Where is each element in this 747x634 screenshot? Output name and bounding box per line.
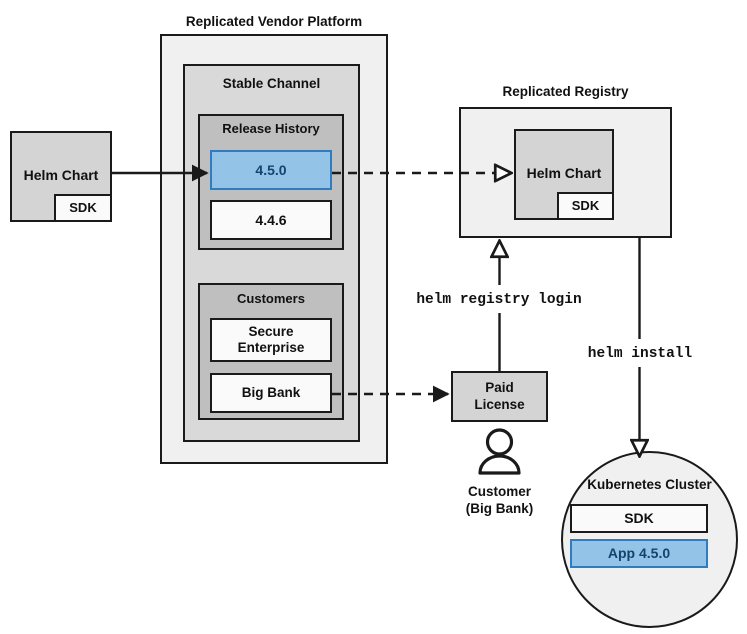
person-icon: [478, 428, 521, 475]
release-item-4-5-0-label: 4.5.0: [255, 161, 287, 178]
cluster-component-sdk-label: SDK: [624, 510, 654, 527]
paid-license-label: Paid License: [474, 380, 525, 412]
vendor-platform-title: Replicated Vendor Platform: [185, 14, 363, 29]
release-item-4-4-6-label: 4.4.6: [255, 211, 287, 228]
source-helm-chart-sdk-box: SDK: [54, 194, 112, 222]
cluster-component-app-label: App 4.5.0: [607, 545, 671, 562]
registry-helm-chart-sdk-label: SDK: [571, 198, 600, 214]
registry-title: Replicated Registry: [502, 84, 629, 99]
customers-title: Customers: [237, 291, 305, 306]
customer-item-big-bank[interactable]: Big Bank: [210, 373, 332, 413]
registry-helm-chart-label: Helm Chart: [526, 165, 602, 181]
cluster-component-sdk: SDK: [570, 504, 708, 533]
helm-install-command: helm install: [587, 346, 693, 362]
customer-item-secure-enterprise[interactable]: Secure Enterprise: [210, 318, 332, 362]
customer-item-big-bank-label: Big Bank: [241, 384, 301, 400]
customer-item-secure-enterprise-label: Secure Enterprise: [237, 323, 305, 355]
release-history-title: Release History: [222, 121, 320, 136]
paid-license-box: Paid License: [451, 371, 548, 422]
release-item-4-5-0[interactable]: 4.5.0: [210, 150, 332, 190]
kubernetes-cluster-title: Kubernetes Cluster: [587, 477, 712, 492]
source-helm-chart-sdk-label: SDK: [69, 200, 97, 216]
stable-channel-title: Stable Channel: [222, 76, 321, 91]
customer-actor-label: Customer (Big Bank): [465, 484, 534, 516]
source-helm-chart-label: Helm Chart: [23, 167, 99, 183]
release-item-4-4-6[interactable]: 4.4.6: [210, 200, 332, 240]
cluster-component-app: App 4.5.0: [570, 539, 708, 568]
registry-helm-chart-sdk-box: SDK: [557, 192, 614, 220]
helm-registry-login-command: helm registry login: [416, 292, 582, 308]
